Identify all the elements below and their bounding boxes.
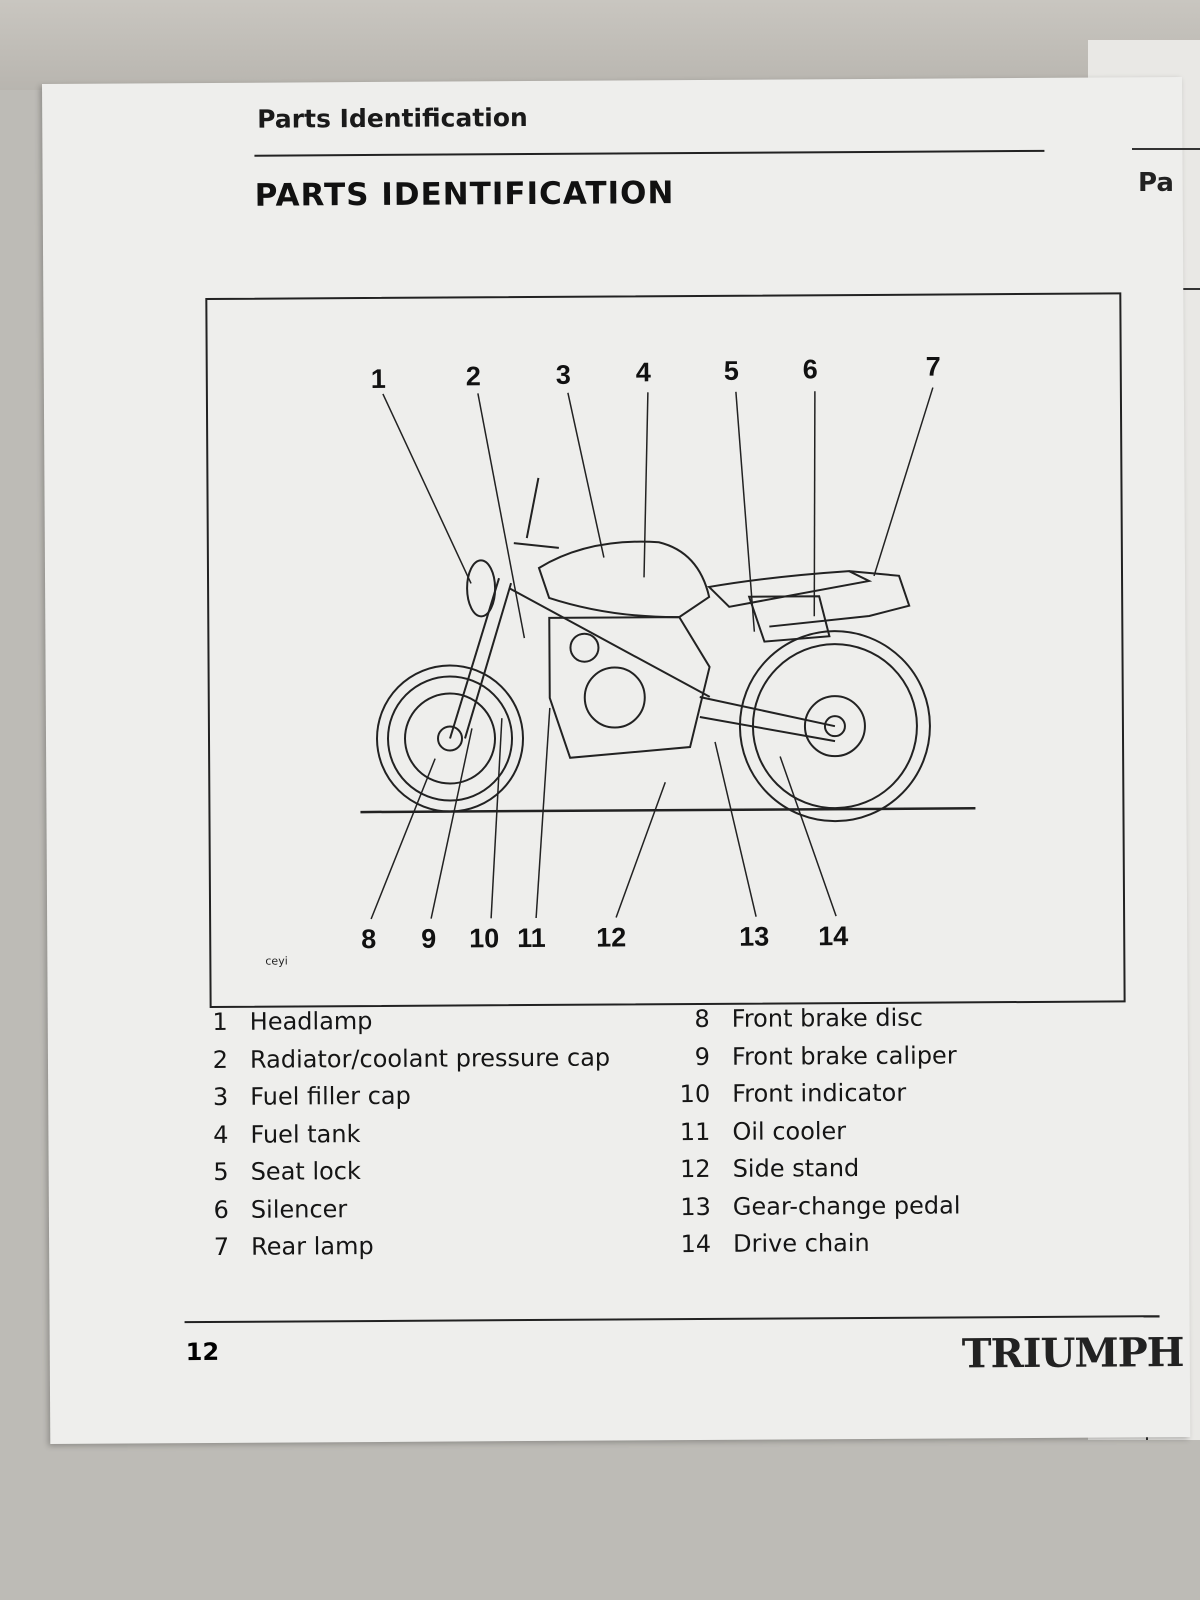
callout-8: 8 xyxy=(361,923,377,955)
header-rule xyxy=(254,149,1045,157)
seat xyxy=(706,570,873,608)
background xyxy=(0,0,1200,90)
motorcycle-drawing xyxy=(360,387,976,920)
rear-wheel xyxy=(738,630,931,823)
silencer xyxy=(747,595,831,643)
callout-4: 4 xyxy=(635,357,651,388)
ground-line xyxy=(360,807,976,814)
callout-7: 7 xyxy=(925,351,941,382)
callout-2: 2 xyxy=(465,361,481,392)
front-brake-disc xyxy=(404,692,497,785)
figure-code: ceyi xyxy=(265,954,288,968)
triumph-logo: TRIUMPH xyxy=(961,1329,1184,1378)
engine xyxy=(548,616,711,759)
next-page-heading: Pa xyxy=(1138,168,1174,198)
callout-1: 1 xyxy=(370,363,386,394)
manual-page: Parts Identification PARTS IDENTIFICATIO… xyxy=(42,77,1191,1444)
callout-11: 11 xyxy=(517,922,546,954)
callout-9: 9 xyxy=(421,923,437,954)
headlamp xyxy=(466,559,497,618)
callout-5: 5 xyxy=(723,355,739,386)
callout-12: 12 xyxy=(596,922,627,953)
callout-13: 13 xyxy=(739,921,770,952)
tail xyxy=(769,570,911,628)
motorcycle-diagram: 1 2 3 4 5 6 7 8 9 10 11 12 13 14 ceyi xyxy=(205,292,1126,1008)
next-page-rule xyxy=(1132,148,1200,150)
callout-3: 3 xyxy=(555,359,571,390)
callout-10: 10 xyxy=(469,923,500,954)
front-wheel xyxy=(376,664,525,813)
callout-14: 14 xyxy=(818,921,849,952)
page-title: PARTS IDENTIFICATION xyxy=(254,175,675,214)
section-header: Parts Identification xyxy=(257,103,528,134)
fuel-tank xyxy=(537,540,711,619)
callout-6: 6 xyxy=(802,354,818,385)
footer-rule xyxy=(184,1315,1160,1324)
callout-leaders xyxy=(370,387,934,920)
page-number: 12 xyxy=(185,1337,220,1367)
